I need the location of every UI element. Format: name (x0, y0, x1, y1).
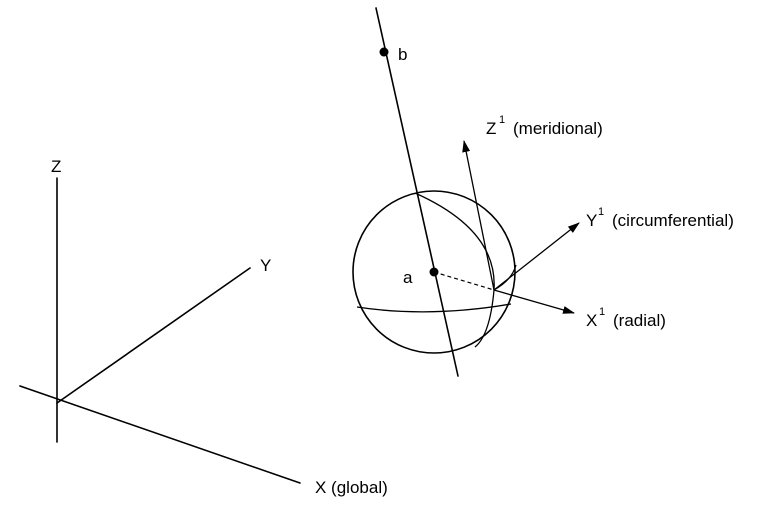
point-a-label: a (403, 268, 413, 287)
global-y-axis (56, 267, 251, 404)
local-x-arrow (493, 289, 575, 314)
point-b: b (379, 45, 407, 64)
local-y-sup: 1 (598, 206, 604, 218)
sphere-arc (493, 264, 517, 291)
local-x-desc: (radial) (613, 311, 666, 330)
global-axes: Z Y X (global) (19, 157, 388, 497)
point-b-dot (379, 47, 389, 57)
local-y-arrow (493, 222, 580, 291)
point-b-label: b (398, 45, 407, 64)
global-y-label: Y (260, 256, 271, 275)
local-y-desc: (circumferential) (612, 211, 734, 230)
local-y-label: Y 1 (circumferential) (586, 206, 734, 230)
global-x-label: X (global) (315, 478, 388, 497)
local-x-base: X (586, 311, 597, 330)
radius-dashed (433, 271, 495, 291)
sphere-meridian (414, 192, 495, 348)
local-z-sup: 1 (499, 114, 505, 126)
sphere-outline (352, 190, 516, 354)
local-z-arrow (462, 140, 495, 291)
point-a: a (403, 267, 439, 287)
sphere-equator (356, 303, 512, 313)
local-z-label: Z 1 (meridional) (486, 114, 603, 138)
local-z-desc: (meridional) (513, 119, 603, 138)
global-x-axis (19, 385, 301, 484)
local-axes: Z 1 (meridional) Y 1 (circumferential) X… (462, 114, 734, 330)
local-z-base: Z (486, 119, 496, 138)
local-x-label: X 1 (radial) (586, 306, 666, 330)
local-y-base: Y (586, 211, 597, 230)
local-x-sup: 1 (599, 306, 605, 318)
global-z-label: Z (51, 157, 61, 176)
line-ab (375, 7, 459, 377)
